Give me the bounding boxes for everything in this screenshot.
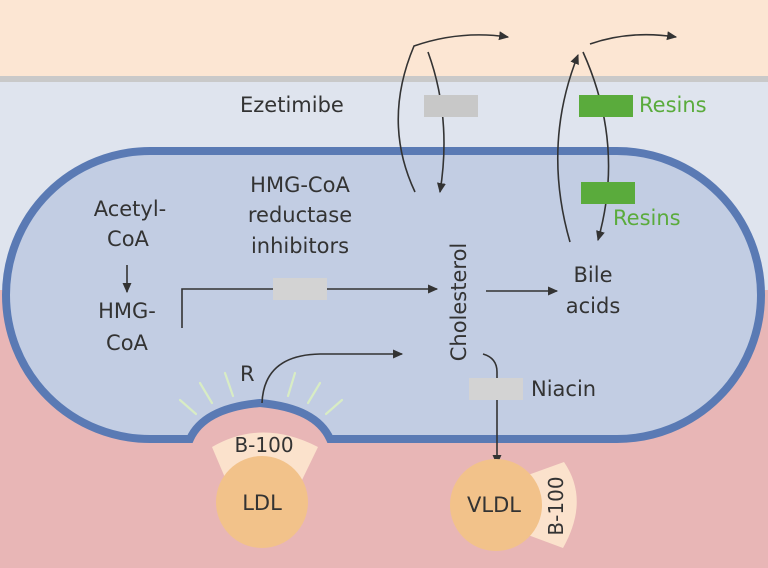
label-b100-vldl: B-100 [544, 476, 568, 535]
label-bile-line1: Bile [574, 263, 613, 287]
label-cholesterol: Cholesterol [447, 243, 471, 362]
pathway-arrows [122, 31, 678, 466]
ldl-particle [216, 456, 308, 548]
label-ezetimibe: Ezetimibe [240, 93, 344, 117]
arrow-ldl-uptake [261, 349, 404, 404]
label-ldl: LDL [242, 491, 282, 515]
niacin-block [469, 378, 523, 400]
label-resins-top: Resins [639, 93, 707, 117]
arrow-bile-excretion [589, 31, 678, 45]
label-acetyl-line2: CoA [107, 227, 150, 251]
lumen-border [0, 76, 768, 82]
statin-block [273, 278, 327, 300]
receptor-rays [178, 371, 344, 416]
arrow-hmg-to-cholesterol [181, 284, 439, 328]
resins-block-top [579, 95, 633, 117]
label-statin-line1: HMG-CoA [250, 173, 350, 197]
arrow-ezetimibe-absorption [427, 51, 446, 194]
label-niacin: Niacin [531, 377, 596, 401]
label-hmg-line2: CoA [106, 331, 149, 355]
label-acetyl-line1: Acetyl- [94, 197, 167, 221]
label-statin-line2: reductase [248, 203, 352, 227]
label-statin-line3: inhibitors [251, 234, 349, 258]
vldl-particle [450, 459, 542, 551]
hepatocyte [2, 147, 765, 443]
ezetimibe-block [424, 95, 478, 117]
label-receptor: R [240, 362, 255, 386]
label-b100-ldl: B-100 [234, 433, 293, 457]
label-resins-inner: Resins [613, 206, 681, 230]
label-vldl: VLDL [467, 493, 521, 517]
label-hmg-line1: HMG- [98, 299, 156, 323]
intestinal-lumen [0, 0, 768, 76]
arrow-cholesterol-to-vldl [482, 353, 502, 466]
arrow-bile-secretion [556, 53, 579, 243]
arrow-bile-reabsorption [582, 51, 610, 242]
resins-block-inner [581, 182, 635, 204]
b100-apoprotein-vldl [528, 462, 577, 548]
arrow-ezetimibe-efflux [397, 31, 510, 193]
label-bile-line2: acids [566, 294, 621, 318]
